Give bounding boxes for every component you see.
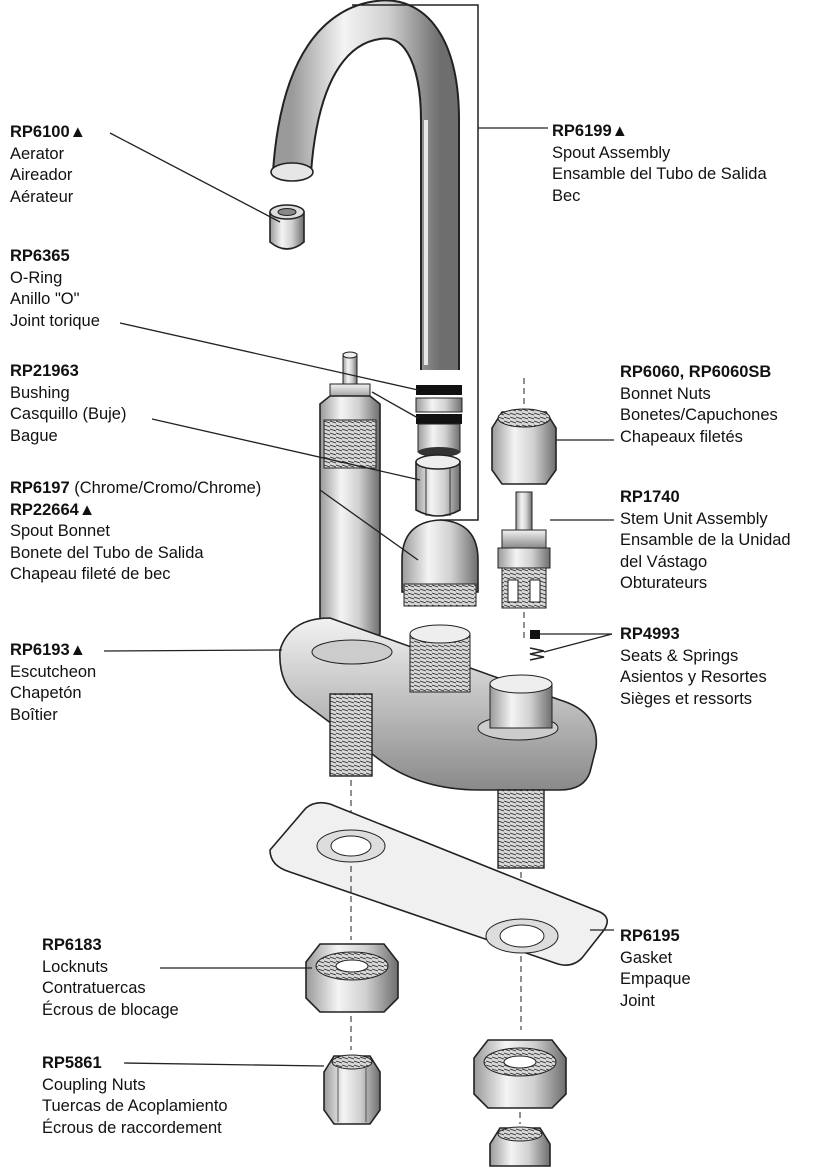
part-name-es: Empaque xyxy=(620,970,691,988)
part-code-alt: RP22664 xyxy=(10,500,79,519)
part-name-fr: Chapeau fileté de bec xyxy=(10,565,171,583)
part-name-es: Asientos y Resortes xyxy=(620,668,767,686)
part-code: RP21963 xyxy=(10,362,79,380)
spout-assembly-part xyxy=(270,0,463,457)
part-code: RP6195 xyxy=(620,927,680,945)
part-code: RP6060, RP6060SB xyxy=(620,363,772,381)
part-label-bushing: RP21963 Bushing Casquillo (Buje) Bague xyxy=(10,361,126,447)
part-name-en: Aerator xyxy=(10,144,65,163)
part-name-es: Casquillo (Buje) xyxy=(10,405,127,423)
part-label-spout-bonnet: RP6197 (Chrome/Cromo/Chrome) RP22664▲ Sp… xyxy=(10,478,261,586)
part-name-es: Ensamble de la Unidad xyxy=(620,531,791,549)
aerator-part xyxy=(269,204,305,250)
seats-springs-part xyxy=(529,630,613,661)
part-name-en: Locknuts xyxy=(42,957,109,976)
part-code: RP4993 xyxy=(620,625,680,643)
part-name-es: Bonetes/Capuchones xyxy=(620,406,778,424)
part-label-locknuts: RP6183 Locknuts Contratuercas Écrous de … xyxy=(42,935,179,1021)
part-name-en: O-Ring xyxy=(10,268,63,287)
part-name-fr: Bec xyxy=(552,186,581,205)
finish-note: (Chrome/Cromo/Chrome) xyxy=(69,479,262,497)
part-name-en: Bonnet Nuts xyxy=(620,384,711,403)
part-name-es: Chapetón xyxy=(10,684,82,702)
part-name-fr: Écrous de blocage xyxy=(42,1000,179,1019)
part-label-seats-springs: RP4993 Seats & Springs Asientos y Resort… xyxy=(620,624,767,710)
part-label-o-ring: RP6365 O-Ring Anillo "O" Joint torique xyxy=(10,246,100,332)
part-name-fr: Aérateur xyxy=(10,187,74,206)
part-label-escutcheon: RP6193▲ Escutcheon Chapetón Boîtier xyxy=(10,640,96,726)
part-name-es: Bonete del Tubo de Salida xyxy=(10,543,204,562)
part-code: RP5861 xyxy=(42,1054,102,1072)
part-name-es: Anillo "O" xyxy=(10,290,80,308)
part-label-stem-unit: RP1740 Stem Unit Assembly Ensamble de la… xyxy=(620,487,791,595)
part-code: RP6197 xyxy=(10,479,70,497)
replacement-triangle-icon: ▲ xyxy=(611,122,628,140)
part-name-en: Spout Bonnet xyxy=(10,522,110,540)
part-name-es: Ensamble del Tubo de Salida xyxy=(552,165,767,183)
part-name-es: Aireador xyxy=(10,166,73,184)
part-name-fr: Bague xyxy=(10,426,58,445)
coupling-nut-left-part xyxy=(323,1054,381,1125)
part-name-es: Contratuercas xyxy=(42,979,146,997)
stem-unit-part xyxy=(497,491,551,640)
part-name-en: Spout Assembly xyxy=(552,143,671,162)
part-code: RP1740 xyxy=(620,488,680,506)
spout-bonnet-part xyxy=(401,519,479,607)
part-code: RP6193 xyxy=(10,641,70,659)
part-code: RP6199 xyxy=(552,122,612,140)
part-name-en: Gasket xyxy=(620,948,673,967)
spout-assembly-bracket xyxy=(352,4,479,521)
part-name-fr: Obturateurs xyxy=(620,574,708,592)
part-code: RP6365 xyxy=(10,247,70,265)
replacement-triangle-icon: ▲ xyxy=(69,123,86,141)
part-label-coupling-nuts: RP5861 Coupling Nuts Tuercas de Acoplami… xyxy=(42,1053,228,1139)
part-label-gasket: RP6195 Gasket Empaque Joint xyxy=(620,926,691,1012)
left-stem-part xyxy=(319,351,381,645)
part-name-en: Coupling Nuts xyxy=(42,1075,146,1094)
bushing-part xyxy=(415,454,461,517)
part-name-fr: Sièges et ressorts xyxy=(620,689,753,708)
part-code: RP6183 xyxy=(42,936,102,954)
part-label-bonnet-nuts: RP6060, RP6060SB Bonnet Nuts Bonetes/Cap… xyxy=(620,362,778,448)
part-label-spout-assembly: RP6199▲ Spout Assembly Ensamble del Tubo… xyxy=(552,121,767,207)
part-name-es: Tuercas de Acoplamiento xyxy=(42,1097,228,1115)
part-name-en: Bushing xyxy=(10,383,70,402)
part-name-fr: Chapeaux filetés xyxy=(620,427,743,446)
locknut-right-part xyxy=(473,1039,567,1124)
part-name-en: Escutcheon xyxy=(10,662,97,681)
part-name-en: Seats & Springs xyxy=(620,646,739,665)
part-name-fr: Écrous de raccordement xyxy=(42,1118,222,1137)
part-name-fr: Joint torique xyxy=(10,311,100,330)
part-code: RP6100 xyxy=(10,123,70,141)
replacement-triangle-icon: ▲ xyxy=(78,500,96,519)
part-name-fr: Joint xyxy=(620,991,655,1010)
leader-lines xyxy=(103,132,614,1067)
bonnet-nut-part xyxy=(491,378,557,485)
locknut-left-part xyxy=(305,943,399,1050)
part-name-en: Stem Unit Assembly xyxy=(620,509,768,528)
part-label-aerator: RP6100▲ Aerator Aireador Aérateur xyxy=(10,122,86,208)
escutcheon-part xyxy=(279,617,598,918)
part-name-fr: Boîtier xyxy=(10,705,58,724)
coupling-nut-right-part xyxy=(489,1126,551,1167)
part-name-es-cont: del Vástago xyxy=(620,552,708,571)
replacement-triangle-icon: ▲ xyxy=(69,641,86,659)
